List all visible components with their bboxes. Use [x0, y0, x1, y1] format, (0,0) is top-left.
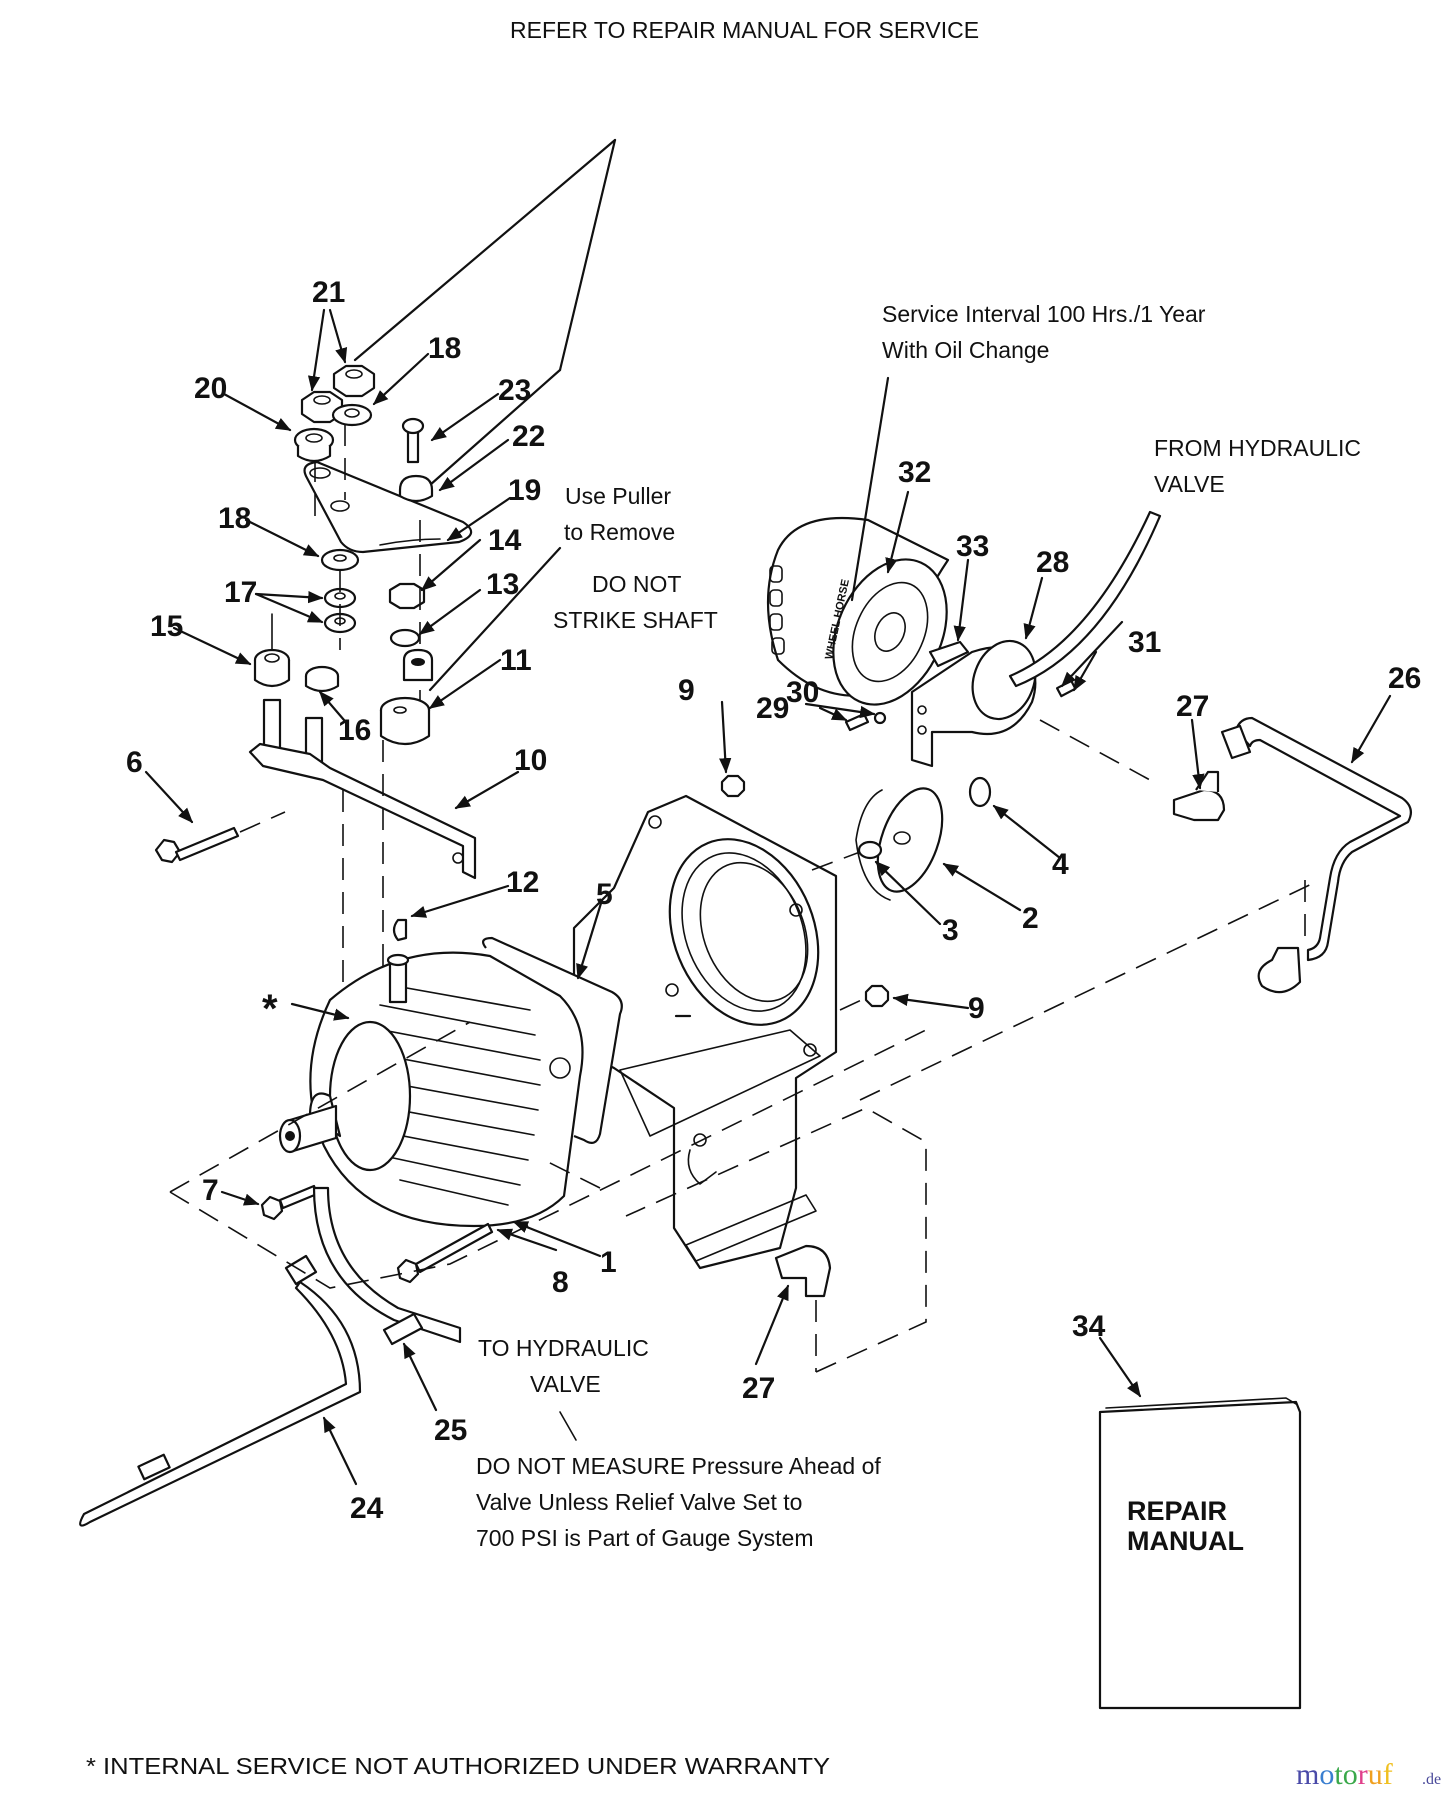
- callout-15: 15: [150, 610, 183, 643]
- leader-arrows: [144, 308, 1392, 1486]
- callout-6: 6: [126, 746, 143, 779]
- bolt-29: [844, 712, 870, 732]
- watermark-suffix: .de: [1422, 1771, 1441, 1788]
- callout-star: *: [262, 987, 278, 1031]
- note-from-valve-2: VALVE: [1154, 471, 1225, 497]
- callout-11: 11: [500, 644, 532, 677]
- callout-7: 7: [202, 1174, 219, 1207]
- lines-bottom: [79, 1021, 931, 1527]
- retaining-ring-4: [968, 776, 992, 808]
- note-to-valve-1: TO HYDRAULIC: [478, 1335, 649, 1361]
- watermark-text: motoruf: [1296, 1758, 1393, 1791]
- watermark-letter: m: [1296, 1758, 1319, 1791]
- note-filter-service-1: Service Interval 100 Hrs./1 Year: [882, 301, 1206, 327]
- callout-31: 31: [1128, 626, 1161, 659]
- callout-23: 23: [498, 374, 531, 407]
- nut-9b: [864, 984, 890, 1008]
- note-filter-service-2: With Oil Change: [882, 337, 1049, 363]
- note-puller-2: to Remove: [564, 519, 675, 545]
- bolt-6: [154, 826, 240, 864]
- callout-30: 30: [786, 676, 819, 709]
- callout-24: 24: [350, 1492, 384, 1525]
- note-strike-1: DO NOT: [592, 571, 681, 597]
- callout-9b: 9: [968, 992, 985, 1025]
- callout-28: 28: [1036, 546, 1069, 579]
- watermark-letter: o: [1319, 1758, 1334, 1791]
- book-title-line2: MANUAL: [1127, 1526, 1244, 1556]
- hydraulic-motor: [278, 951, 584, 1228]
- callout-10: 10: [514, 744, 547, 777]
- callouts: 21 20 18 23 22 19 18 14 17 13 15 11 16 6…: [126, 276, 1421, 1525]
- note-pressure-1: DO NOT MEASURE Pressure Ahead of: [476, 1453, 881, 1479]
- callout-27b: 27: [742, 1372, 775, 1405]
- callout-9a: 9: [678, 674, 695, 707]
- note-puller-1: Use Puller: [565, 483, 671, 509]
- bracket-assembly: [154, 138, 617, 990]
- callout-20: 20: [194, 372, 227, 405]
- callout-34: 34: [1072, 1310, 1106, 1343]
- callout-32: 32: [898, 456, 931, 489]
- header-title: REFER TO REPAIR MANUAL FOR SERVICE: [510, 17, 979, 43]
- pump-housing: [572, 794, 838, 1270]
- callout-1: 1: [600, 1246, 617, 1279]
- callout-2: 2: [1022, 902, 1039, 935]
- repair-manual-book: REPAIR MANUAL: [1098, 1397, 1302, 1710]
- callout-25: 25: [434, 1414, 467, 1447]
- callout-19: 19: [508, 474, 541, 507]
- note-pressure-2: Valve Unless Relief Valve Set to: [476, 1489, 802, 1515]
- note-from-valve-1: FROM HYDRAULIC: [1154, 435, 1361, 461]
- note-to-valve-2: VALVE: [530, 1371, 601, 1397]
- fitting-33: [928, 640, 970, 668]
- callout-22: 22: [512, 420, 545, 453]
- callout-17: 17: [224, 576, 257, 609]
- washer-30: [873, 711, 887, 725]
- callout-16: 16: [338, 714, 371, 747]
- filter-adapter-28: [910, 639, 1037, 768]
- watermark-letter: f: [1383, 1758, 1393, 1791]
- callout-29: 29: [756, 692, 789, 725]
- note-strike-2: STRIKE SHAFT: [553, 607, 718, 633]
- footnote: * INTERNAL SERVICE NOT AUTHORIZED UNDER …: [86, 1753, 830, 1779]
- drive-gear: [855, 787, 944, 901]
- callout-18b: 18: [218, 502, 251, 535]
- callout-21: 21: [312, 276, 345, 309]
- callout-27a: 27: [1176, 690, 1209, 723]
- elbow-27a: [1172, 770, 1226, 822]
- callout-18a: 18: [428, 332, 461, 365]
- callout-5: 5: [596, 878, 613, 911]
- callout-12: 12: [506, 866, 539, 899]
- hydraulic-line-26: [1220, 716, 1413, 994]
- washer-3: [857, 840, 883, 860]
- callout-26: 26: [1388, 662, 1421, 695]
- watermark-logo: motoruf .de: [1296, 1758, 1441, 1791]
- notes: Service Interval 100 Hrs./1 Year With Oi…: [86, 301, 1361, 1779]
- nut-9a: [720, 774, 746, 798]
- watermark-letter: o: [1343, 1758, 1358, 1791]
- callout-4: 4: [1052, 848, 1069, 881]
- tube-from-valve: [1008, 510, 1162, 688]
- callout-3: 3: [942, 914, 959, 947]
- callout-33: 33: [956, 530, 989, 563]
- watermark-letter: r: [1358, 1758, 1368, 1791]
- watermark-letter: t: [1334, 1758, 1343, 1791]
- note-pressure-3: 700 PSI is Part of Gauge System: [476, 1525, 814, 1551]
- book-title-line1: REPAIR: [1127, 1496, 1227, 1526]
- nut-21b: [332, 364, 376, 398]
- watermark-letter: u: [1368, 1758, 1383, 1791]
- callout-13: 13: [486, 568, 519, 601]
- callout-8: 8: [552, 1266, 569, 1299]
- callout-14: 14: [488, 524, 522, 557]
